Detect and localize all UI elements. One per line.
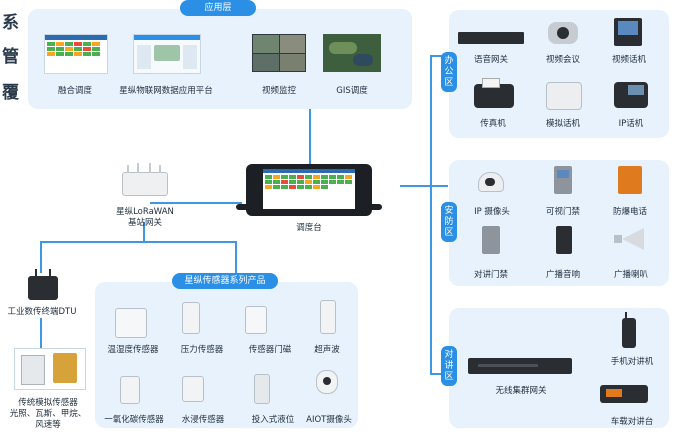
sensor-item-4: 超声波 [314, 345, 340, 355]
security-tab-char-2: 防 [444, 216, 454, 227]
office-item-5: 模拟话机 [545, 119, 580, 129]
door-sensor [245, 306, 267, 334]
co-sensor [120, 376, 140, 404]
connector-gateway-console [150, 202, 242, 204]
connector-console-bus [400, 185, 430, 187]
security-item-1: IP 摄像头 [474, 207, 510, 217]
dashboard-screenshot-fusion [44, 34, 108, 74]
video-phone-device [614, 18, 642, 46]
connector-dtu-legacy [40, 318, 42, 348]
security-item-3: 防爆电话 [612, 207, 647, 217]
gis-map-screenshot [323, 34, 381, 72]
app-layer-title: 应用层 [180, 0, 256, 16]
ip-camera-device [478, 172, 504, 192]
sensor-panel-title: 星纵传感器系列产品 [172, 273, 278, 289]
cluster-gateway-label: 无线集群网关 [495, 386, 547, 396]
sensor-item-1: 温湿度传感器 [107, 345, 159, 355]
office-item-4: 传真机 [480, 119, 506, 129]
explosion-proof-phone-device [618, 166, 642, 194]
app-item-gis: GIS调度 [336, 86, 368, 96]
pressure-sensor [182, 302, 200, 334]
gateway-label-1: 星纵LoRaWAN [116, 207, 174, 217]
analog-phone-device [546, 82, 582, 110]
console-label: 调度台 [296, 223, 322, 233]
handheld-radio-device [622, 312, 636, 348]
sensor-item-2: 压力传感器 [180, 345, 224, 355]
sensor-item-7: 投入式液位 [251, 415, 295, 425]
connector-sensors [235, 241, 237, 273]
sensor-item-3: 传感器门磁 [248, 345, 292, 355]
video-wall-screenshot [252, 34, 306, 72]
cluster-gateway-device [468, 358, 572, 374]
security-tab: 安 防 区 [441, 202, 457, 242]
legacy-sensor-box [14, 348, 86, 390]
connector-intercom [430, 373, 448, 375]
dashboard-screenshot-platform [133, 34, 201, 74]
legacy-label-3: 风速等 [35, 420, 61, 430]
dtu-label: 工业数传终端DTU [7, 307, 77, 317]
temp-humidity-sensor [115, 308, 147, 338]
sensor-item-6: 水浸传感器 [181, 415, 225, 425]
connector-office [430, 55, 448, 57]
sensor-item-5: 一氧化碳传感器 [104, 415, 164, 425]
office-item-3: 视频话机 [611, 55, 646, 65]
legacy-label-1: 传统模拟传感器 [18, 398, 78, 408]
ip-phone-device [614, 82, 648, 108]
sensor-item-8: AIOT摄像头 [306, 415, 352, 425]
connector-branch [40, 241, 236, 243]
fax-machine-device [474, 78, 514, 108]
office-tab: 办 公 区 [441, 52, 457, 92]
connector-app-console [309, 109, 311, 165]
security-item-6: 广播喇叭 [613, 270, 648, 280]
office-item-1: 语音网关 [473, 55, 508, 65]
video-door-device [554, 166, 572, 194]
security-item-4: 对讲门禁 [473, 270, 508, 280]
ultrasonic-sensor [320, 300, 336, 334]
broadcast-horn-device [614, 228, 646, 250]
broadcast-speaker-device [556, 226, 572, 254]
app-item-fusion: 融合调度 [57, 86, 92, 96]
voice-gateway-device [458, 32, 524, 44]
side-text-3: 覆 [2, 83, 19, 103]
gateway-label-2: 基站网关 [127, 218, 162, 228]
intercom-door-device [482, 226, 500, 254]
connector-gateway-down [143, 222, 145, 242]
level-sensor [254, 374, 270, 404]
dtu-device [28, 269, 58, 300]
intercom-tab-char-1: 对 [444, 349, 454, 360]
office-tab-char-3: 区 [444, 77, 454, 88]
app-item-platform: 星纵物联网数据应用平台 [119, 86, 213, 96]
sensor-panel [95, 282, 358, 428]
water-leak-sensor [182, 376, 204, 402]
intercom-tab-char-2: 讲 [444, 360, 454, 371]
video-conference-device [548, 22, 578, 44]
lorawan-gateway-device [122, 163, 168, 196]
vehicle-radio-device [600, 385, 648, 403]
intercom-tab-char-3: 区 [444, 371, 454, 382]
security-item-5: 广播音响 [545, 270, 580, 280]
handheld-radio-label: 手机对讲机 [610, 357, 654, 367]
security-item-2: 可视门禁 [545, 207, 580, 217]
security-tab-char-3: 区 [444, 227, 454, 238]
office-tab-char-1: 办 [444, 55, 454, 66]
office-tab-char-2: 公 [444, 66, 454, 77]
office-item-6: IP话机 [618, 119, 644, 129]
side-text-2: 管 [2, 47, 19, 67]
legacy-label-2: 光照、瓦斯、甲烷、 [9, 409, 87, 419]
security-tab-char-1: 安 [444, 205, 454, 216]
intercom-tab: 对 讲 区 [441, 346, 457, 386]
console-device [236, 164, 382, 216]
side-text-1: 系 [2, 13, 19, 33]
vehicle-radio-label: 车载对讲台 [610, 417, 654, 427]
office-item-2: 视频会议 [545, 55, 580, 65]
connector-dtu [40, 241, 42, 273]
aiot-camera [316, 370, 338, 394]
connector-security [430, 185, 448, 187]
app-item-video: 视频监控 [261, 86, 296, 96]
vertical-bus [430, 55, 432, 375]
